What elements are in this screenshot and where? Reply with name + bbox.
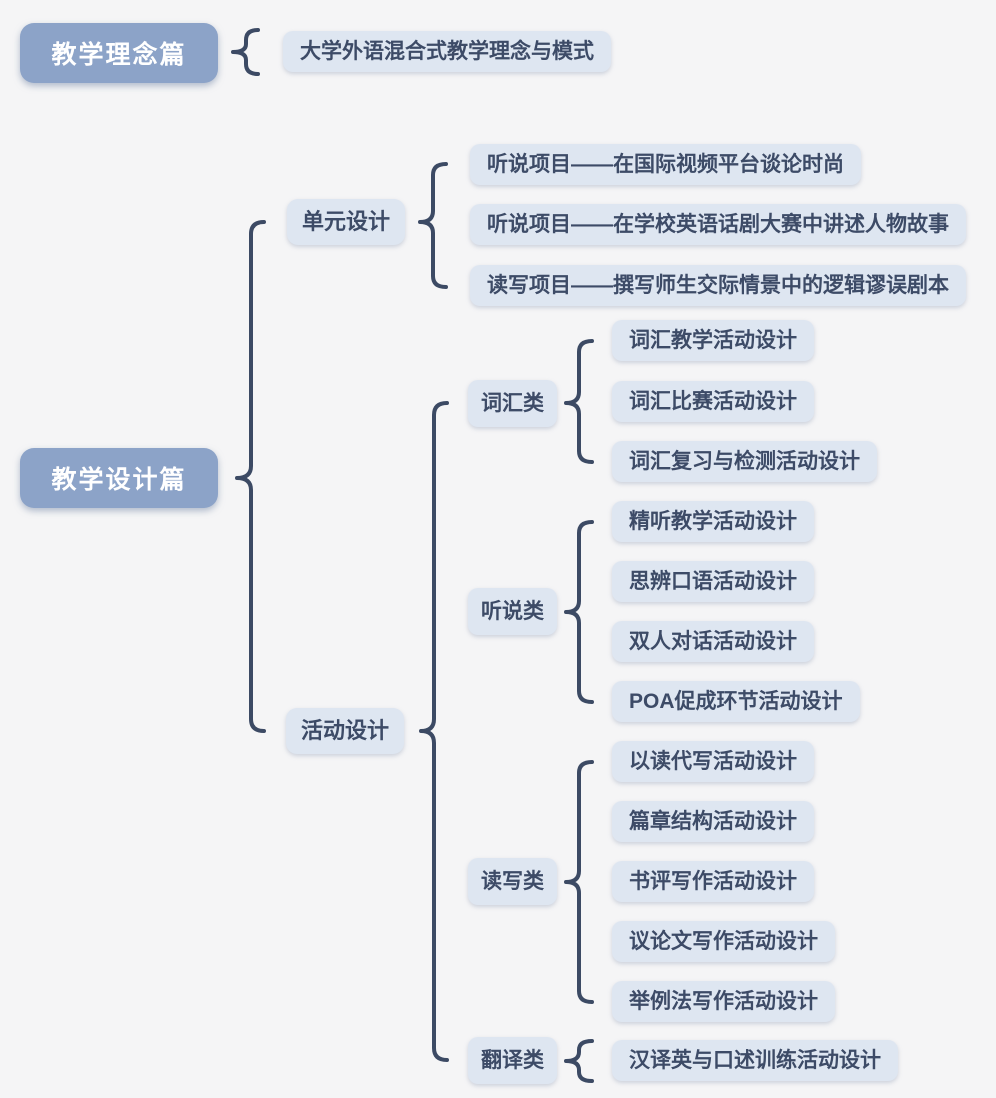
leaf-node-listening-3: 双人对话活动设计	[612, 621, 814, 662]
leaf-node-unit-1: 听说项目——在国际视频平台谈论时尚	[470, 144, 861, 185]
brace-activity-design	[419, 401, 449, 1062]
leaf-node-reading-1: 以读代写活动设计	[612, 741, 814, 782]
category-node-translation: 翻译类	[468, 1037, 557, 1084]
leaf-node-vocabulary-2: 词汇比赛活动设计	[612, 381, 814, 422]
category-node-vocabulary: 词汇类	[468, 380, 557, 427]
leaf-node-unit-2: 听说项目——在学校英语话剧大赛中讲述人物故事	[470, 204, 966, 245]
category-node-reading-writing: 读写类	[468, 858, 557, 905]
brace-translation	[564, 1039, 594, 1083]
root-node-teaching-design: 教学设计篇	[20, 448, 218, 508]
branch-node-unit-design: 单元设计	[287, 199, 406, 245]
leaf-node-reading-2: 篇章结构活动设计	[612, 801, 814, 842]
leaf-node-listening-2: 思辨口语活动设计	[612, 561, 814, 602]
leaf-node-unit-3: 读写项目——撰写师生交际情景中的逻辑谬误剧本	[470, 265, 966, 306]
leaf-node-reading-4: 议论文写作活动设计	[612, 921, 835, 962]
leaf-node-vocabulary-1: 词汇教学活动设计	[612, 320, 814, 361]
leaf-node-translation-1: 汉译英与口述训练活动设计	[612, 1040, 898, 1081]
brace-unit-design	[418, 162, 448, 289]
leaf-node-listening-1: 精听教学活动设计	[612, 501, 814, 542]
leaf-node-vocabulary-3: 词汇复习与检测活动设计	[612, 441, 877, 482]
brace-vocabulary	[564, 339, 594, 464]
leaf-node-philosophy-model: 大学外语混合式教学理念与模式	[283, 31, 611, 72]
branch-node-activity-design: 活动设计	[286, 708, 405, 754]
leaf-node-reading-3: 书评写作活动设计	[612, 861, 814, 902]
brace-listening-speaking	[564, 520, 594, 704]
leaf-node-reading-5: 举例法写作活动设计	[612, 981, 835, 1022]
brace-reading-writing	[564, 760, 594, 1004]
brace-teaching-philosophy	[231, 28, 260, 76]
category-node-listening-speaking: 听说类	[468, 588, 557, 635]
leaf-node-listening-4: POA促成环节活动设计	[612, 681, 860, 722]
brace-teaching-design	[235, 220, 266, 733]
root-node-teaching-philosophy: 教学理念篇	[20, 23, 218, 83]
